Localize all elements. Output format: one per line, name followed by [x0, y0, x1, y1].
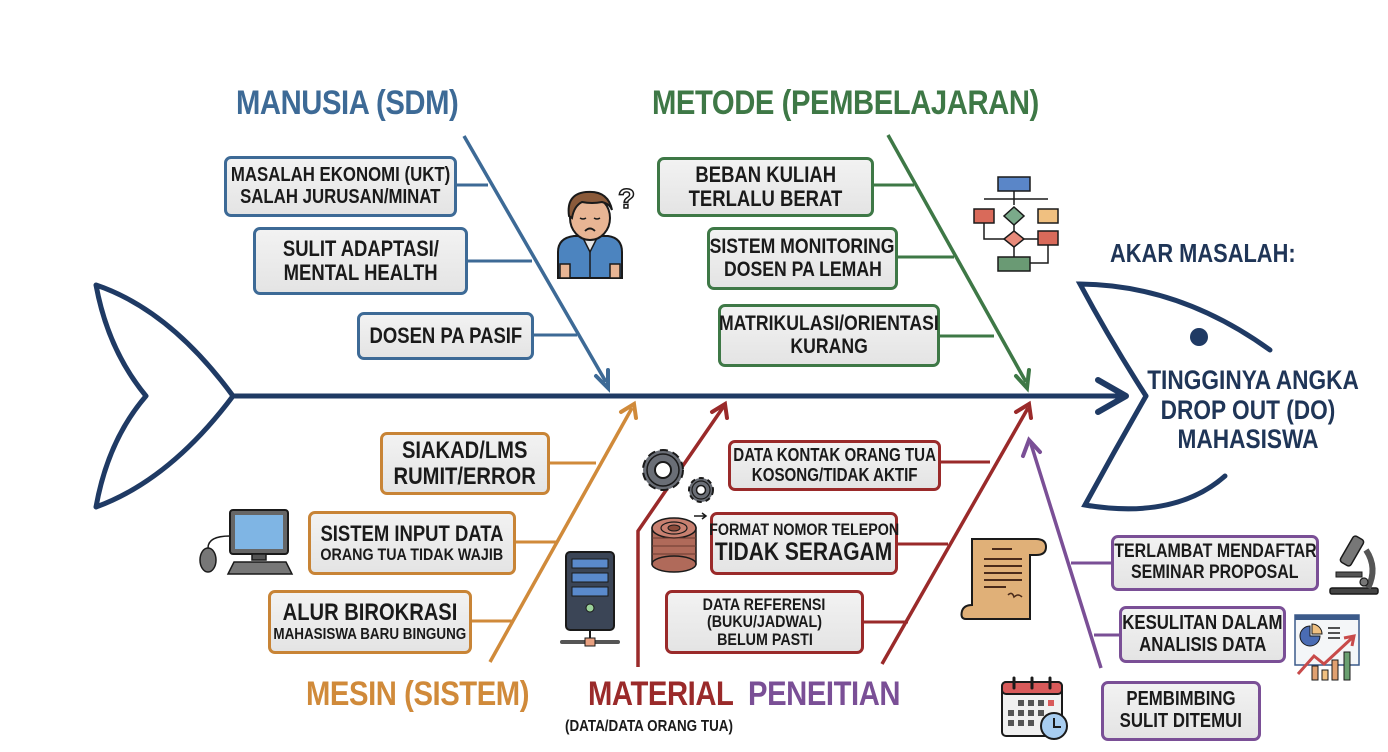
cause-box-material-1: DATA KONTAK ORANG TUA KOSONG/TIDAK AKTIF [728, 440, 941, 491]
mesin-arrowhead [619, 400, 638, 420]
computer-icon [199, 509, 294, 575]
cause-box-metode-1: BEBAN KULIAH TERLALU BERAT [657, 157, 874, 217]
cause-box-penelitian-2: KESULITAN DALAM ANALISIS DATA [1119, 606, 1286, 663]
cause-text: MAHASISWA BARU BINGUNG [273, 626, 467, 644]
cause-box-manusia-1: MASALAH EKONOMI (UKT) SALAH JURUSAN/MINA… [224, 156, 457, 217]
gears-icon [642, 449, 714, 503]
mesin-bone [488, 407, 634, 663]
cause-text: RUMIT/ERROR [393, 462, 537, 490]
problem-line-1: TINGGINYA ANGKA [1147, 365, 1359, 395]
cable-roll-icon [651, 512, 708, 573]
fish-eye [1190, 328, 1208, 346]
manusia-arrowhead [594, 368, 610, 393]
cause-text: BEBAN KULIAH [695, 162, 836, 188]
cause-text: MENTAL HEALTH [283, 260, 438, 285]
category-title-penelitian: PENEITIAN [748, 675, 901, 713]
cause-text: SULIT ADAPTASI/ [282, 236, 439, 262]
cause-text: KESULITAN DALAM [1122, 611, 1283, 634]
svg-text:?: ? [618, 183, 635, 214]
cause-text: DOSEN PA PASIF [369, 323, 522, 349]
manusia-bone [462, 135, 608, 383]
material-bone-left [636, 405, 726, 667]
cause-text: KURANG [790, 334, 868, 358]
metode-bone [886, 134, 1028, 383]
category-title-manusia: MANUSIA (SDM) [236, 84, 459, 122]
cause-text: SALAH JURUSAN/MINAT [240, 185, 441, 208]
fish-tail [93, 282, 236, 510]
cause-text: KOSONG/TIDAK AKTIF [751, 464, 918, 485]
cause-box-mesin-3: ALUR BIROKRASI MAHASISWA BARU BINGUNG [268, 590, 472, 654]
cause-box-penelitian-1: TERLAMBAT MENDAFTAR SEMINAR PROPOSAL [1111, 535, 1319, 591]
scroll-document-icon [960, 538, 1048, 620]
problem-statement: TINGGINYA ANGKA DROP OUT (DO) MAHASISWA [1147, 365, 1359, 455]
cause-text: ORANG TUA TIDAK WAJIB [320, 544, 504, 564]
calendar-clock-icon [1001, 676, 1068, 740]
fish-head [1075, 281, 1273, 399]
cause-text: SEMINAR PROPOSAL [1131, 562, 1299, 583]
cause-text: SISTEM MONITORING [710, 234, 895, 258]
server-icon [560, 551, 620, 647]
flowchart-icon [973, 176, 1059, 272]
confused-student-icon: ? [557, 182, 636, 279]
cause-box-penelitian-3: PEMBIMBING SULIT DITEMUI [1101, 681, 1261, 741]
cause-text: DOSEN PA LEMAH [723, 257, 882, 281]
cause-text: PEMBIMBING [1126, 688, 1236, 711]
category-subtitle-material: (DATA/DATA ORANG TUA) [565, 718, 733, 735]
root-cause-label: AKAR MASALAH: [1110, 238, 1296, 268]
cause-text: ALUR BIROKRASI [282, 599, 458, 627]
cause-text: ANALISIS DATA [1138, 633, 1267, 656]
cause-text: BELUM PASTI [716, 629, 813, 649]
spine-arrowhead [1095, 377, 1129, 415]
cause-text: TERLALU BERAT [688, 186, 843, 211]
analytics-chart-icon [1294, 614, 1360, 681]
metode-arrowhead [1014, 368, 1031, 393]
cause-text: TIDAK SERAGAM [715, 538, 893, 567]
cause-box-manusia-2: SULIT ADAPTASI/ MENTAL HEALTH [253, 227, 468, 295]
penelitian-bone [1029, 443, 1103, 669]
cause-text: MATRIKULASI/ORIENTASI [719, 311, 939, 335]
cause-box-manusia-3: DOSEN PA PASIF [357, 312, 534, 360]
microscope-icon [1329, 535, 1379, 595]
cause-text: (BUKU/JADWAL) [706, 612, 823, 632]
cause-text: SISTEM INPUT DATA [320, 520, 504, 546]
category-title-material: MATERIAL [588, 675, 734, 713]
cause-text: SIAKAD/LMS [402, 436, 528, 464]
cause-text: TERLAMBAT MENDAFTAR [1113, 541, 1317, 563]
problem-line-3: MAHASISWA [1177, 424, 1319, 455]
category-title-mesin: MESIN (SISTEM) [306, 675, 530, 713]
cause-box-mesin-2: SISTEM INPUT DATA ORANG TUA TIDAK WAJIB [308, 511, 516, 575]
cause-box-material-2: FORMAT NOMOR TELEPON TIDAK SERAGAM [708, 512, 900, 575]
penelitian-arrowhead [1021, 436, 1042, 458]
material-right-arrowhead [1014, 400, 1033, 420]
cause-box-material-3: DATA REFERENSI (BUKU/JADWAL) BELUM PASTI [665, 590, 864, 654]
cause-box-metode-2: SISTEM MONITORING DOSEN PA LEMAH [707, 227, 898, 290]
cause-text: SULIT DITEMUI [1119, 710, 1243, 732]
cause-box-metode-3: MATRIKULASI/ORIENTASI KURANG [718, 304, 940, 367]
cause-box-mesin-1: SIAKAD/LMS RUMIT/ERROR [380, 432, 550, 495]
cause-text: FORMAT NOMOR TELEPON [708, 519, 900, 539]
problem-line-2: DROP OUT (DO) [1160, 394, 1336, 425]
material-left-arrowhead [710, 400, 729, 420]
cause-text: DATA KONTAK ORANG TUA [733, 445, 936, 466]
fish-head-jaw [1081, 393, 1228, 512]
category-title-metode: METODE (PEMBELAJARAN) [652, 84, 1039, 122]
cause-text: MASALAH EKONOMI (UKT) [230, 163, 451, 186]
cause-text: DATA REFERENSI [703, 595, 826, 614]
